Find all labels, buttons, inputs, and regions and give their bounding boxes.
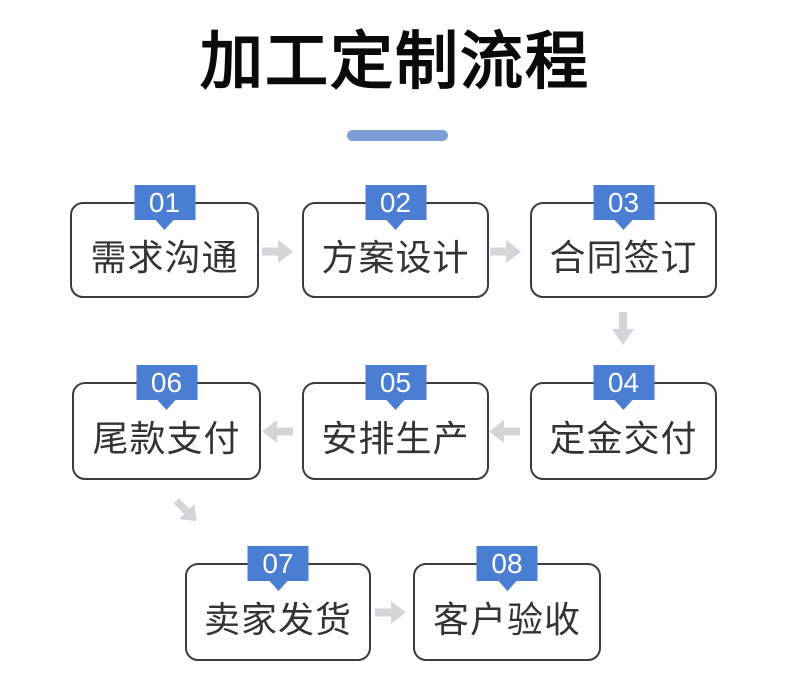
arrow-left-icon [489, 420, 520, 443]
step-08-label: 客户验收 [432, 599, 581, 640]
step-05-number-badge: 05 [365, 365, 426, 410]
badge-pointer-icon [157, 400, 176, 410]
badge-pointer-icon [269, 581, 287, 591]
step-number: 04 [607, 366, 640, 398]
badge-pointer-icon [614, 400, 633, 410]
badge-pointer-icon [498, 581, 516, 591]
step-number: 05 [379, 366, 412, 398]
step-02-box: 02 方案设计 [302, 185, 489, 298]
step-number: 01 [148, 186, 181, 218]
step-02-number-badge: 02 [365, 185, 426, 230]
step-04-number-badge: 04 [593, 365, 654, 410]
step-number: 07 [262, 547, 294, 579]
step-06-box: 06 尾款支付 [72, 365, 261, 480]
arrow-right-icon [490, 240, 521, 263]
step-number: 02 [379, 186, 412, 218]
step-number: 03 [607, 186, 640, 218]
arrow-right-icon [375, 601, 406, 624]
step-07-box: 07 卖家发货 [185, 546, 371, 661]
step-05-box: 05 安排生产 [302, 365, 489, 480]
step-03-box: 03 合同签订 [530, 185, 717, 298]
arrow-left-icon [262, 420, 293, 443]
step-number: 06 [150, 366, 183, 398]
step-01-label: 需求沟通 [90, 237, 239, 278]
step-07-label: 卖家发货 [203, 599, 352, 640]
step-02-label: 方案设计 [321, 237, 470, 278]
step-06-label: 尾款支付 [92, 418, 241, 459]
badge-pointer-icon [386, 400, 405, 410]
step-03-number-badge: 03 [593, 185, 654, 230]
step-01-box: 01 需求沟通 [70, 185, 259, 298]
step-05-label: 安排生产 [321, 418, 470, 459]
page-title: 加工定制流程 [200, 27, 590, 97]
badge-pointer-icon [155, 220, 174, 230]
step-08-number-badge: 08 [476, 546, 538, 591]
step-07-number-badge: 07 [247, 546, 309, 591]
arrow-down-icon [612, 312, 634, 345]
step-01-number-badge: 01 [134, 185, 195, 230]
step-04-label: 定金交付 [549, 418, 698, 459]
arrow-right-icon [262, 240, 293, 263]
badge-pointer-icon [386, 220, 405, 230]
step-04-box: 04 定金交付 [530, 365, 717, 480]
step-06-number-badge: 06 [136, 365, 197, 410]
arrow-down-right-icon [168, 493, 204, 529]
step-03-label: 合同签订 [549, 237, 698, 278]
title-underline [347, 130, 448, 141]
step-number: 08 [491, 547, 523, 579]
step-08-box: 08 客户验收 [413, 546, 601, 661]
badge-pointer-icon [614, 220, 633, 230]
